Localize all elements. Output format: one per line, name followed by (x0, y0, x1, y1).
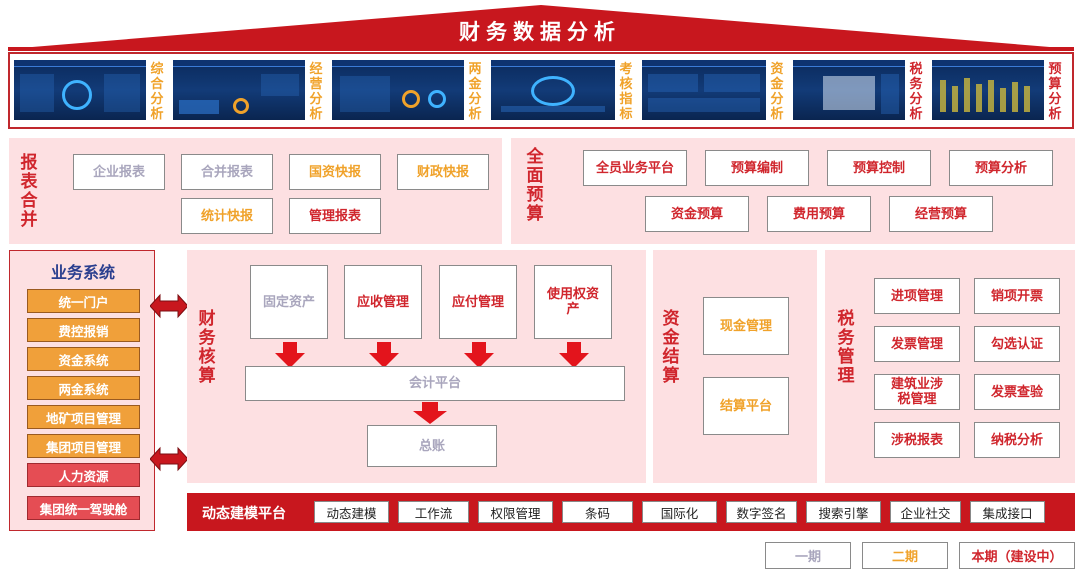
dashboard-thumbnail[interactable] (332, 60, 464, 120)
business-system-item[interactable]: 两金系统 (27, 376, 140, 400)
general-ledger[interactable]: 总账 (367, 425, 497, 467)
report-item[interactable]: 国资快报 (289, 154, 381, 190)
tax-item[interactable]: 纳税分析 (974, 422, 1060, 458)
tax-item[interactable]: 销项开票 (974, 278, 1060, 314)
funds-panel: 资金结算 现金管理 结算平台 (653, 250, 817, 483)
budget-item[interactable]: 资金预算 (645, 196, 749, 232)
budget-panel: 全面预算 全员业务平台 预算编制 预算控制 预算分析 资金预算 费用预算 经营预… (511, 138, 1075, 244)
business-systems-panel: 业务系统 统一门户 费控报销 资金系统 两金系统 地矿项目管理 集团项目管理 人… (9, 250, 155, 531)
report-merge-panel: 报表合并 企业报表 合并报表 国资快报 财政快报 统计快报 管理报表 (9, 138, 502, 244)
roof-banner (8, 5, 1074, 51)
report-item[interactable]: 合并报表 (181, 154, 273, 190)
budget-item[interactable]: 预算分析 (949, 150, 1053, 186)
modeling-platform-title: 动态建模平台 (202, 506, 286, 522)
dashboard-thumbnail[interactable] (491, 60, 615, 120)
dashboard-label: 两金分析 (468, 62, 482, 122)
page-title: 财务数据分析 (459, 20, 621, 44)
tax-item[interactable]: 建筑业涉税管理 (874, 374, 960, 410)
modeling-item[interactable]: 集成接口 (970, 501, 1045, 523)
tax-panel: 税务管理 进项管理 销项开票 发票管理 勾选认证 建筑业涉税管理 发票查验 涉税… (825, 250, 1075, 483)
arrow-down-icon (369, 342, 399, 368)
legend-current: 本期（建设中） (959, 542, 1075, 569)
legend-phase2: 二期 (862, 542, 948, 569)
report-merge-title: 报表合并 (20, 153, 38, 230)
business-system-item[interactable]: 人力资源 (27, 463, 140, 487)
arrow-down-icon (559, 342, 589, 368)
dashboard-thumbnail[interactable] (793, 60, 905, 120)
arrow-down-icon (413, 402, 447, 424)
budget-item[interactable]: 经营预算 (889, 196, 993, 232)
tax-item[interactable]: 发票查验 (974, 374, 1060, 410)
dashboard-thumbnail[interactable] (173, 60, 305, 120)
modeling-item[interactable]: 工作流 (398, 501, 469, 523)
dashboard-thumbnail[interactable] (14, 60, 146, 120)
modeling-platform-bar: 动态建模平台 动态建模 工作流 权限管理 条码 国际化 数字签名 搜索引擎 企业… (187, 493, 1075, 531)
business-system-item[interactable]: 费控报销 (27, 318, 140, 342)
business-system-item[interactable]: 统一门户 (27, 289, 140, 313)
dashboard-strip: 综合分析 经营分析 两金分析 考核指标 资金分析 税务分析 预算分析 (8, 52, 1074, 129)
business-systems-title: 业务系统 (50, 263, 115, 282)
modeling-item[interactable]: 搜索引擎 (806, 501, 881, 523)
budget-title: 全面预算 (526, 147, 544, 224)
modeling-item[interactable]: 企业社交 (890, 501, 961, 523)
dashboard-label: 预算分析 (1048, 62, 1062, 122)
report-item[interactable]: 管理报表 (289, 198, 381, 234)
arrow-down-icon (275, 342, 305, 368)
accounting-panel: 财务核算 固定资产 应收管理 应付管理 使用权资产 会计平台 总账 (187, 250, 646, 483)
tax-item[interactable]: 进项管理 (874, 278, 960, 314)
business-system-item[interactable]: 地矿项目管理 (27, 405, 140, 429)
dashboard-label: 考核指标 (619, 62, 633, 122)
accounting-platform[interactable]: 会计平台 (245, 366, 625, 401)
report-item[interactable]: 统计快报 (181, 198, 273, 234)
accounting-module[interactable]: 固定资产 (250, 265, 328, 339)
modeling-item[interactable]: 条码 (562, 501, 633, 523)
modeling-item[interactable]: 权限管理 (478, 501, 553, 523)
accounting-module[interactable]: 应付管理 (439, 265, 517, 339)
business-system-item[interactable]: 资金系统 (27, 347, 140, 371)
accounting-module[interactable]: 应收管理 (344, 265, 422, 339)
arrow-down-icon (464, 342, 494, 368)
double-arrow-icon (150, 293, 188, 319)
dashboard-thumbnail[interactable] (932, 60, 1044, 120)
dashboard-label: 经营分析 (309, 62, 323, 122)
legend-phase1: 一期 (765, 542, 851, 569)
dashboard-label: 税务分析 (909, 62, 923, 122)
business-system-item[interactable]: 集团项目管理 (27, 434, 140, 458)
report-item[interactable]: 财政快报 (397, 154, 489, 190)
tax-title: 税务管理 (837, 309, 855, 386)
dashboard-label: 综合分析 (150, 62, 164, 122)
budget-item[interactable]: 预算编制 (705, 150, 809, 186)
funds-item[interactable]: 结算平台 (703, 377, 789, 435)
modeling-item[interactable]: 国际化 (642, 501, 717, 523)
accounting-module[interactable]: 使用权资产 (534, 265, 612, 339)
budget-item[interactable]: 费用预算 (767, 196, 871, 232)
budget-item[interactable]: 预算控制 (827, 150, 931, 186)
funds-title: 资金结算 (662, 309, 680, 386)
tax-item[interactable]: 涉税报表 (874, 422, 960, 458)
dashboard-label: 资金分析 (770, 62, 784, 122)
report-item[interactable]: 企业报表 (73, 154, 165, 190)
modeling-item[interactable]: 数字签名 (726, 501, 797, 523)
funds-item[interactable]: 现金管理 (703, 297, 789, 355)
business-system-item[interactable]: 集团统一驾驶舱 (27, 496, 140, 520)
modeling-item[interactable]: 动态建模 (314, 501, 389, 523)
tax-item[interactable]: 勾选认证 (974, 326, 1060, 362)
accounting-title: 财务核算 (198, 309, 216, 386)
budget-item[interactable]: 全员业务平台 (583, 150, 687, 186)
tax-item[interactable]: 发票管理 (874, 326, 960, 362)
dashboard-thumbnail[interactable] (642, 60, 766, 120)
double-arrow-icon (150, 446, 188, 472)
